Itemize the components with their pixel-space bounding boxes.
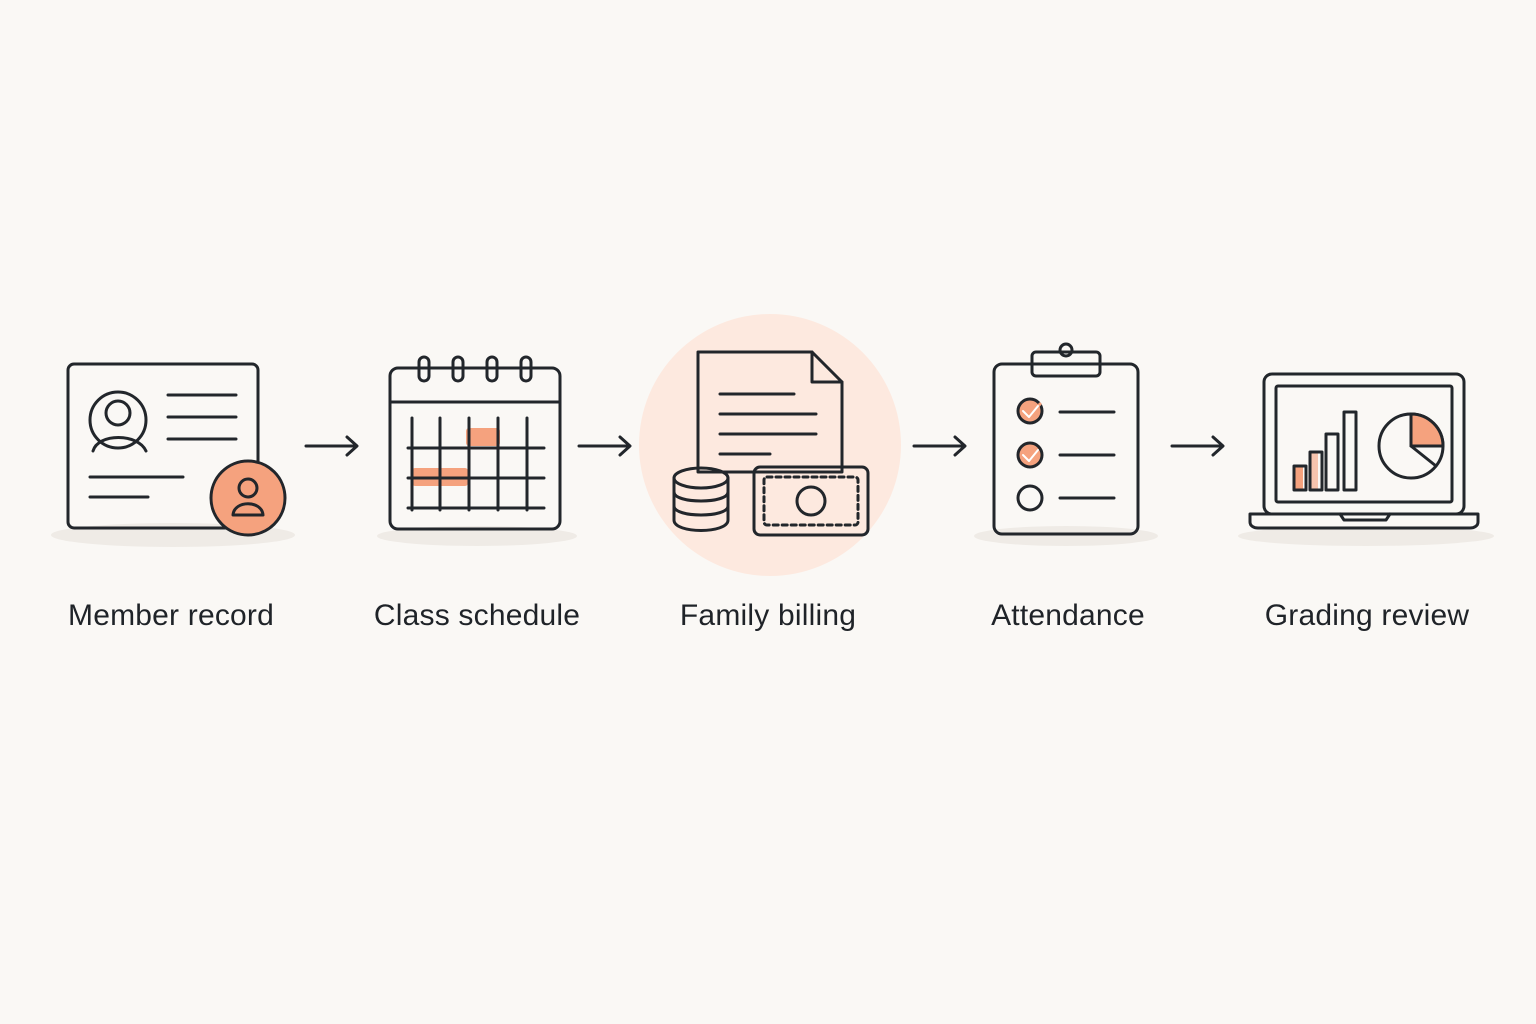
step-label-attendance: Attendance [991, 599, 1145, 632]
arrow-right-icon [302, 432, 362, 460]
laptop-chart-icon [1236, 362, 1498, 552]
arrow-right-icon [575, 432, 635, 460]
clipboard-checklist-icon [972, 340, 1162, 550]
step-label-member-record: Member record [68, 599, 274, 632]
billing-icon [636, 308, 906, 580]
step-label-grading-review: Grading review [1264, 599, 1470, 632]
step-label-family-billing: Family billing [679, 599, 857, 632]
member-card-icon [48, 355, 298, 555]
arrow-right-icon [1168, 432, 1228, 460]
arrow-right-icon [910, 432, 970, 460]
calendar-icon [372, 352, 582, 552]
step-label-class-schedule: Class schedule [373, 599, 581, 632]
